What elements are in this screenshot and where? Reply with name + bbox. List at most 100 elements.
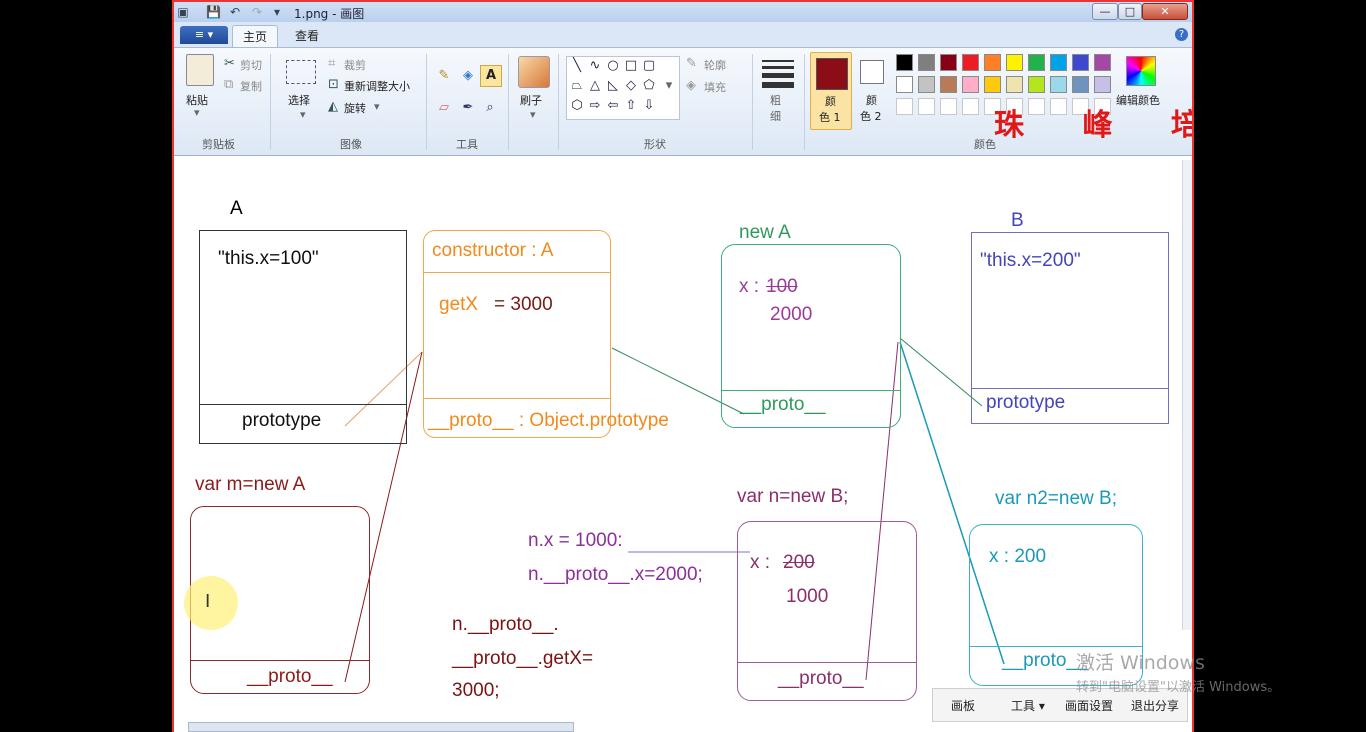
- palette-color-swatch[interactable]: [940, 54, 957, 71]
- palette-color-swatch[interactable]: [896, 54, 913, 71]
- tab-view[interactable]: 查看: [294, 29, 319, 43]
- fill-button[interactable]: 填充: [704, 81, 726, 94]
- quick-access-dropdown-icon[interactable]: ▾: [273, 5, 281, 19]
- palette-button[interactable]: 画板: [951, 699, 976, 713]
- color-picker-icon[interactable]: ✒: [462, 100, 474, 115]
- close-button[interactable]: ✕: [1142, 3, 1188, 20]
- palette-color-swatch[interactable]: [1050, 54, 1067, 71]
- palette-custom-swatch[interactable]: [940, 98, 957, 115]
- constructor-proto: __proto__ : Object.prototype: [428, 410, 669, 431]
- vertical-scrollbar[interactable]: [1182, 160, 1192, 630]
- color2-swatch[interactable]: [860, 60, 884, 84]
- crop-button[interactable]: 裁剪: [344, 59, 366, 72]
- size-label-2[interactable]: 细: [770, 110, 781, 123]
- eraser-icon[interactable]: ▱: [439, 100, 449, 115]
- size-label[interactable]: 粗: [770, 94, 781, 107]
- magnifier-icon[interactable]: ⌕: [486, 100, 494, 115]
- palette-custom-swatch[interactable]: [984, 98, 1001, 115]
- palette-color-swatch[interactable]: [1050, 76, 1067, 93]
- line-shape-icon[interactable]: ╲: [573, 58, 581, 73]
- palette-color-swatch[interactable]: [962, 54, 979, 71]
- paint-app-icon[interactable]: ▣: [177, 5, 189, 19]
- paste-button[interactable]: 粘贴: [186, 94, 208, 107]
- palette-color-swatch[interactable]: [962, 76, 979, 93]
- palette-color-swatch[interactable]: [1072, 54, 1089, 71]
- file-menu-button[interactable]: ≡ ▾: [180, 26, 228, 44]
- rotate-button[interactable]: 旋转: [344, 102, 366, 115]
- palette-color-swatch[interactable]: [918, 54, 935, 71]
- var-n2-x: x : 200: [989, 546, 1047, 567]
- color2-label[interactable]: 颜: [866, 94, 877, 107]
- palette-custom-swatch[interactable]: [1050, 98, 1067, 115]
- text-tool-icon[interactable]: A: [480, 65, 502, 87]
- oval-shape-icon[interactable]: ○: [607, 58, 619, 73]
- shapes-scroll-icon[interactable]: ▾: [665, 78, 673, 93]
- fill-bucket-icon[interactable]: ◈: [463, 68, 473, 83]
- pencil-icon[interactable]: ✎: [438, 68, 450, 83]
- copy-button[interactable]: 复制: [240, 80, 262, 93]
- outline-button[interactable]: 轮廓: [704, 59, 726, 72]
- connector-line: [899, 341, 1005, 665]
- right-arrow-shape-icon[interactable]: ⇨: [589, 98, 601, 113]
- curve-shape-icon[interactable]: ∿: [589, 58, 601, 73]
- palette-color-swatch[interactable]: [1006, 54, 1023, 71]
- triangle-shape-icon[interactable]: △: [590, 78, 600, 93]
- resize-button[interactable]: 重新调整大小: [344, 80, 410, 93]
- var-n-x-old: 200: [783, 552, 815, 573]
- right-triangle-shape-icon[interactable]: ◺: [608, 78, 618, 93]
- redo-icon[interactable]: ↷: [251, 5, 263, 19]
- divider: [423, 398, 611, 399]
- up-arrow-shape-icon[interactable]: ⇧: [625, 98, 637, 113]
- screen-settings-button[interactable]: 画面设置: [1065, 699, 1114, 713]
- exit-share-button[interactable]: 退出分享: [1131, 699, 1180, 713]
- colors-group-label: 颜色: [974, 138, 996, 151]
- box-b-prototype: prototype: [986, 392, 1066, 413]
- paste-dropdown-icon[interactable]: ▾: [194, 106, 200, 119]
- palette-color-swatch[interactable]: [1094, 54, 1111, 71]
- pentagon-shape-icon[interactable]: ⬠: [643, 78, 655, 93]
- palette-color-swatch[interactable]: [1006, 76, 1023, 93]
- brush-button[interactable]: 刷子: [520, 94, 542, 107]
- diamond-shape-icon[interactable]: ◇: [626, 78, 636, 93]
- palette-color-swatch[interactable]: [1028, 76, 1045, 93]
- rotate-dropdown-icon[interactable]: ▾: [374, 100, 380, 113]
- save-icon[interactable]: 💾: [206, 5, 221, 19]
- palette-color-swatch[interactable]: [1072, 76, 1089, 93]
- select-button[interactable]: 选择: [288, 94, 310, 107]
- palette-custom-swatch[interactable]: [896, 98, 913, 115]
- left-arrow-shape-icon[interactable]: ⇦: [607, 98, 619, 113]
- hexagon-shape-icon[interactable]: ⬡: [571, 98, 583, 113]
- drawing-canvas[interactable]: A "this.x=100" prototype constructor : A…: [174, 156, 1184, 722]
- palette-custom-swatch[interactable]: [1006, 98, 1023, 115]
- palette-color-swatch[interactable]: [1028, 54, 1045, 71]
- rounded-rectangle-shape-icon[interactable]: ▢: [642, 58, 656, 73]
- palette-color-swatch[interactable]: [1094, 76, 1111, 93]
- tab-home[interactable]: 主页: [232, 25, 278, 47]
- color1-button[interactable]: 颜 色 1: [810, 52, 852, 130]
- palette-color-swatch[interactable]: [918, 76, 935, 93]
- tools-button[interactable]: 工具 ▾: [1011, 699, 1045, 713]
- polygon-shape-icon[interactable]: ⏢: [571, 78, 583, 93]
- palette-custom-swatch[interactable]: [918, 98, 935, 115]
- maximize-button[interactable]: □: [1118, 3, 1142, 20]
- horizontal-scrollbar[interactable]: [188, 722, 574, 732]
- brush-dropdown-icon[interactable]: ▾: [530, 108, 536, 121]
- palette-color-swatch[interactable]: [984, 76, 1001, 93]
- palette-custom-swatch[interactable]: [1072, 98, 1089, 115]
- palette-color-swatch[interactable]: [984, 54, 1001, 71]
- palette-color-swatch[interactable]: [940, 76, 957, 93]
- edit-colors-button[interactable]: 编辑颜色: [1116, 94, 1160, 107]
- rectangle-shape-icon[interactable]: □: [624, 58, 638, 73]
- var-n2-proto: __proto__: [1002, 650, 1088, 671]
- color2-label-2[interactable]: 色 2: [860, 110, 882, 123]
- cut-button[interactable]: 剪切: [240, 59, 262, 72]
- down-arrow-shape-icon[interactable]: ⇩: [643, 98, 655, 113]
- palette-color-swatch[interactable]: [896, 76, 913, 93]
- undo-icon[interactable]: ↶: [229, 5, 241, 19]
- palette-custom-swatch[interactable]: [1094, 98, 1111, 115]
- select-dropdown-icon[interactable]: ▾: [300, 108, 306, 121]
- palette-custom-swatch[interactable]: [962, 98, 979, 115]
- palette-custom-swatch[interactable]: [1028, 98, 1045, 115]
- help-icon[interactable]: ?: [1175, 28, 1188, 41]
- minimize-button[interactable]: —: [1092, 3, 1118, 20]
